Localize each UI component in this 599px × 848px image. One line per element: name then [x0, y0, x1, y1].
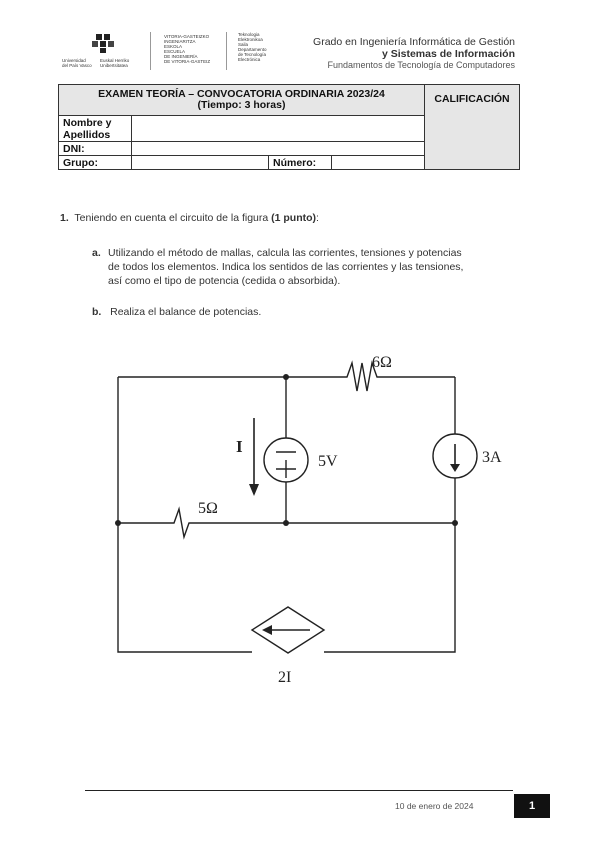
dep-source-label: 2I	[278, 669, 291, 686]
dependent-current-source	[250, 606, 326, 654]
page-number: 1	[514, 794, 550, 818]
header-divider	[150, 32, 151, 70]
voltage-source	[263, 437, 309, 483]
number-field[interactable]	[331, 155, 425, 170]
current-label: I	[236, 437, 243, 456]
question-1: 1. Teniendo en cuenta el circuito de la …	[60, 212, 319, 224]
number-label: Número:	[268, 155, 332, 170]
exam-title-cell: EXAMEN TEORÍA – CONVOCATORIA ORDINARIA 2…	[58, 84, 425, 116]
current-source	[432, 433, 478, 479]
course-name: Fundamentos de Tecnología de Computadore…	[327, 60, 515, 70]
degree-title: Grado en Ingeniería Informática de Gesti…	[313, 36, 515, 60]
header-divider	[226, 32, 227, 70]
left-wire	[117, 377, 252, 653]
node-top	[283, 374, 289, 380]
resistor-5ohm-label: 5Ω	[198, 500, 218, 517]
node-left	[115, 520, 121, 526]
university-emblem-icon	[92, 34, 114, 53]
exam-header-table: EXAMEN TEORÍA – CONVOCATORIA ORDINARIA 2…	[58, 84, 520, 170]
right-wire	[324, 478, 456, 653]
resistor-6ohm-label: 6Ω	[372, 354, 392, 371]
grade-cell: CALIFICACIÓN	[424, 84, 520, 170]
group-label: Grupo:	[58, 155, 132, 170]
resistor-6ohm-wire	[118, 360, 455, 392]
name-field[interactable]	[131, 115, 425, 142]
question-item-a: a. Utilizando el método de mallas, calcu…	[92, 247, 464, 287]
footer-rule	[85, 790, 513, 791]
question-item-b: b. Realiza el balance de potencias.	[92, 306, 262, 318]
resistor-5ohm-wire	[118, 506, 455, 540]
node-right	[452, 520, 458, 526]
node-middle	[283, 520, 289, 526]
footer-date: 10 de enero de 2024	[395, 801, 474, 811]
isource-label: 3A	[482, 449, 502, 466]
vsource-label: 5V	[318, 453, 338, 470]
current-arrow-icon	[249, 418, 259, 496]
